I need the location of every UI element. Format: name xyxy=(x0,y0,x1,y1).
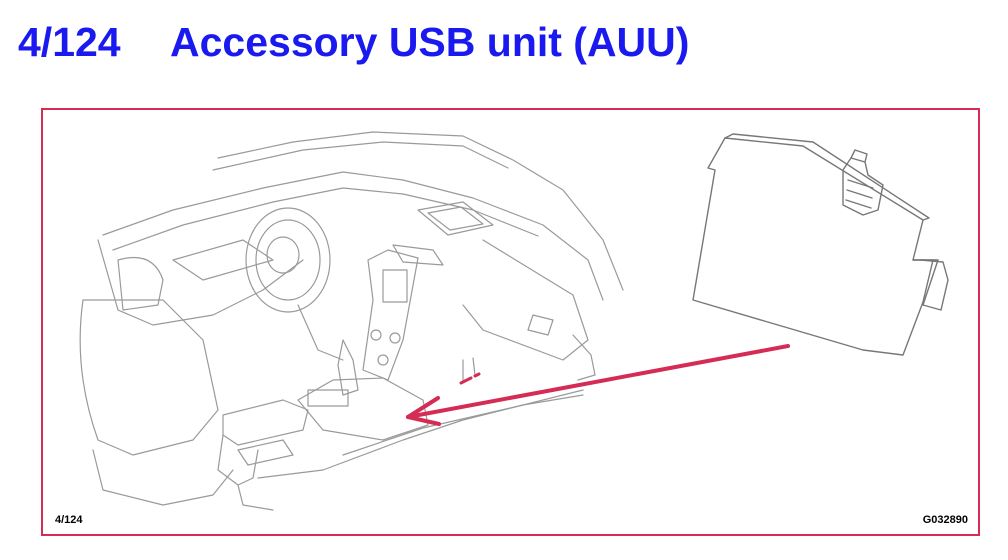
figure-frame: 4/124 G032890 xyxy=(41,108,980,536)
figure-ref-left: 4/124 xyxy=(55,514,83,526)
auu-module-drawing xyxy=(692,133,949,356)
page-title: 4/124 Accessory USB unit (AUU) xyxy=(18,14,689,70)
section-code: 4/124 xyxy=(18,19,121,65)
car-interior-drawing xyxy=(79,131,624,511)
figure-ref-right: G032890 xyxy=(922,514,968,526)
diagram-illustration xyxy=(79,131,949,511)
section-title: Accessory USB unit (AUU) xyxy=(170,19,690,65)
location-arrow xyxy=(406,344,790,426)
